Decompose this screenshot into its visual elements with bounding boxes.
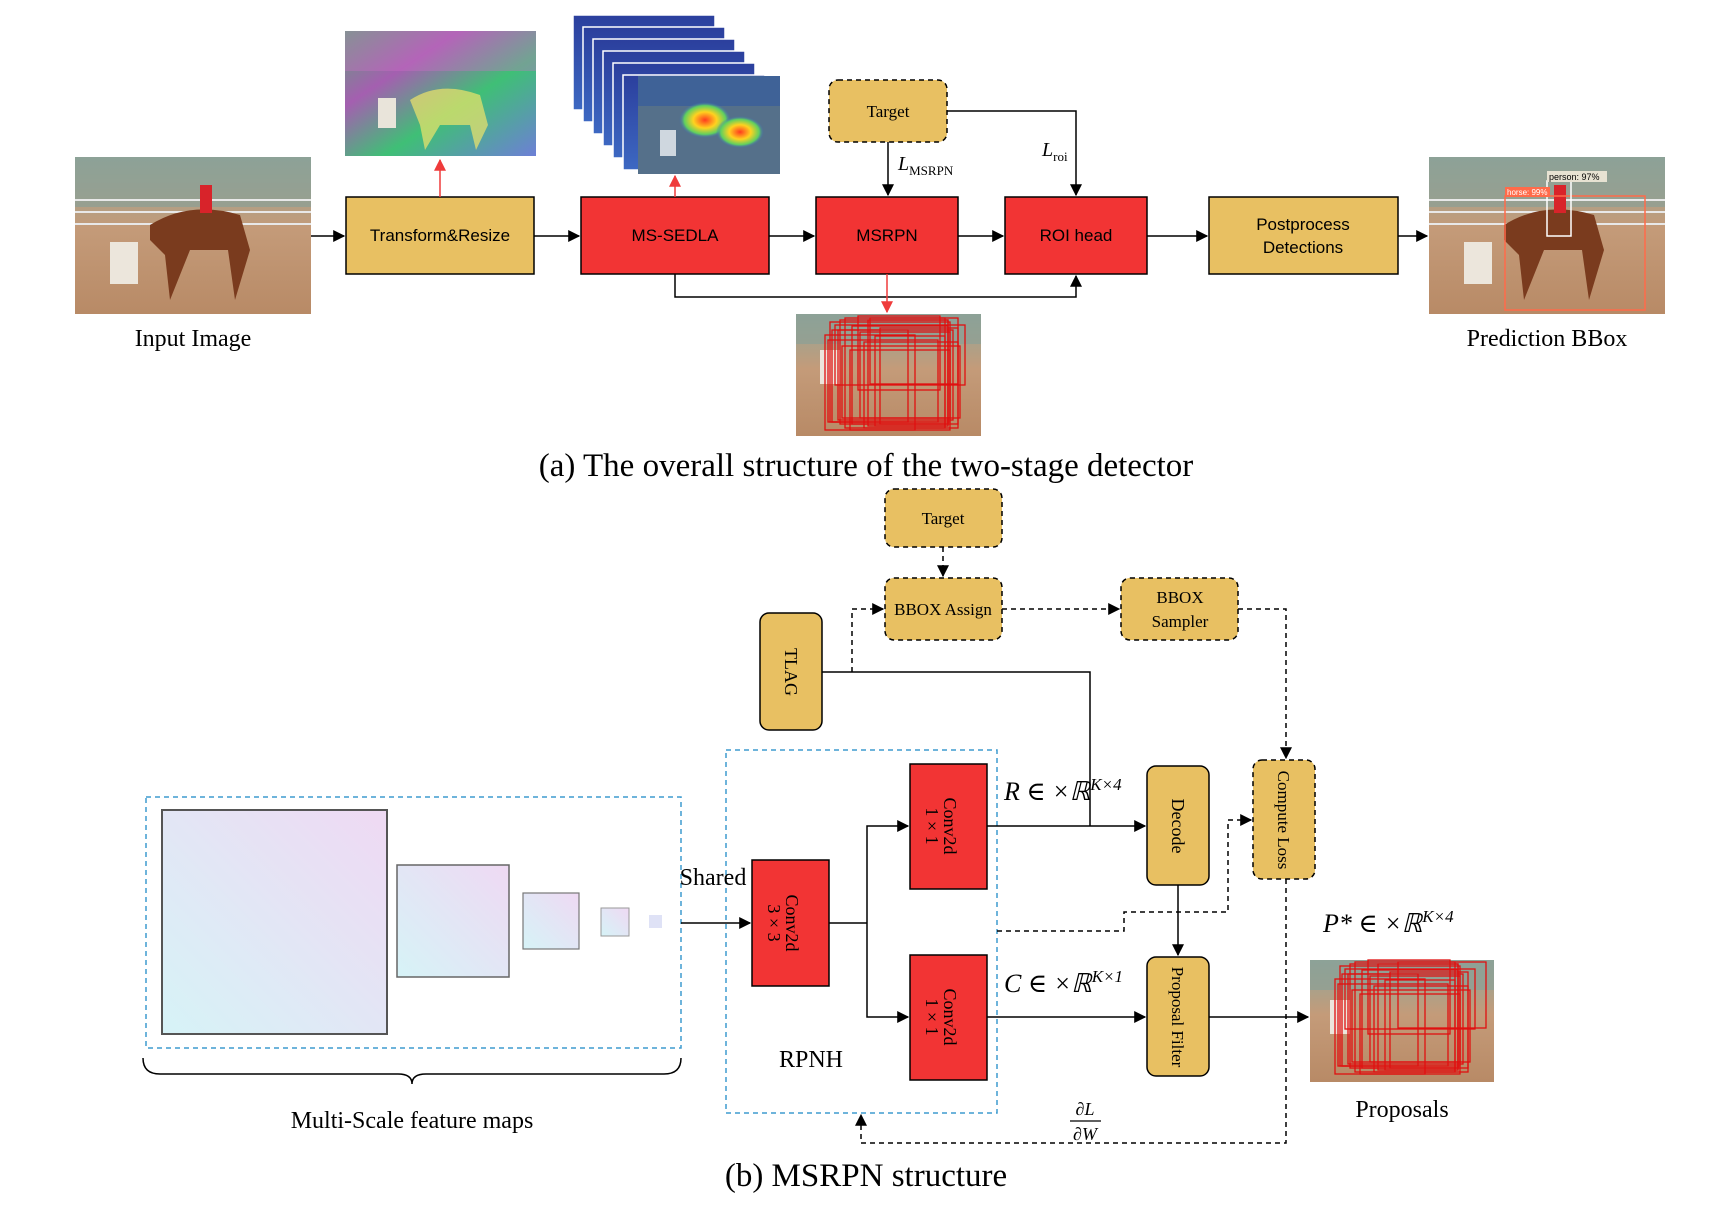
arrow-features-to-roi (674, 274, 1082, 298)
arrow-tlag-to-assign (851, 603, 885, 672)
feature-map-level-4 (600, 907, 630, 937)
target-label-a: Target (867, 102, 910, 121)
conv2d-1x1-reg-label-line1: Conv2d (940, 797, 960, 854)
classification-output-formula: C ∈ ×ℝK×1 (1004, 967, 1123, 998)
part-b-dashed-connectors (851, 547, 1292, 1144)
arrow-conv3-to-reg (866, 820, 910, 923)
postprocess-label-line2: Detections (1263, 238, 1343, 257)
bbox-sampler-label-line2: Sampler (1152, 612, 1209, 631)
roi-head-block (1004, 196, 1148, 275)
conv2d-1x1-reg-label-line2: 1 × 1 (922, 807, 942, 844)
arrow-target-to-roi (947, 110, 1082, 197)
arrow-sampler-to-loss (1238, 608, 1292, 760)
conv2d-3x3-block (751, 859, 830, 987)
conv2d-1x1-cls-label-line2: 1 × 1 (922, 998, 942, 1035)
feature-map-level-2 (396, 864, 510, 978)
conv2d-1x1-cls-block (909, 954, 988, 1081)
part-b-connectors (681, 671, 1310, 1023)
compute-loss-block (1252, 759, 1316, 880)
gradient-fraction: ∂L ∂W (1070, 1099, 1101, 1144)
decode-label: Decode (1168, 799, 1188, 854)
conv2d-1x1-cls-label-line1: Conv2d (940, 988, 960, 1045)
regression-output-formula: R ∈ ×ℝK×4 (1003, 775, 1122, 806)
heatmap-feature-stack (572, 14, 780, 174)
arrow-conv3-to-cls (866, 923, 910, 1023)
horse-graphic (150, 209, 250, 300)
horse-detection-label: horse: 99% (1507, 188, 1547, 197)
tlag-label: TLAG (781, 648, 801, 696)
line-tlag-to-decode (822, 671, 1091, 826)
conv2d-3x3-label-line2: 3 × 3 (764, 904, 784, 941)
msrpn-label: MSRPN (856, 226, 917, 245)
compute-loss-label: Compute Loss (1274, 771, 1293, 870)
input-image-label: Input Image (135, 326, 252, 352)
part-a-red-connectors (434, 158, 893, 314)
prediction-bbox-label: Prediction BBox (1467, 326, 1628, 352)
roi-head-label: ROI head (1040, 226, 1113, 245)
feature-map-level-1 (161, 809, 388, 1035)
feature-map-level-5 (649, 915, 662, 928)
feature-maps-brace (142, 1057, 682, 1085)
horse-detection-box (1504, 195, 1646, 311)
barrel-graphic (110, 242, 138, 284)
feature-maps-label: Multi-Scale feature maps (291, 1108, 534, 1134)
gradient-denominator: ∂W (1073, 1124, 1099, 1144)
postprocess-label-line1: Postprocess (1256, 215, 1350, 234)
ms-sedla-block (580, 196, 770, 275)
rider-graphic (200, 185, 212, 213)
input-image (75, 157, 311, 314)
bbox-assign-label: BBOX Assign (894, 600, 992, 619)
feature-map-level-3 (522, 892, 580, 950)
conv2d-3x3-label-line1: Conv2d (782, 894, 802, 951)
rpnh-label: RPNH (779, 1047, 843, 1073)
arrow-loss-backprop-to-rpnh (855, 879, 1287, 1144)
proposals-output-formula: P* ∈ ×ℝK×4 (1322, 907, 1454, 938)
ms-sedla-label: MS-SEDLA (632, 226, 720, 245)
proposals-thumbnail-a (796, 314, 981, 436)
loss-roi-label: Lroi (1041, 139, 1068, 164)
prediction-bbox-image: person: 97% horse: 99% (1429, 157, 1665, 314)
target-label-b: Target (922, 509, 965, 528)
shared-label: Shared (680, 865, 747, 891)
proposals-label: Proposals (1355, 1097, 1448, 1123)
caption-a: (a) The overall structure of the two-sta… (539, 448, 1194, 484)
person-detection-label: person: 97% (1549, 172, 1600, 182)
transform-resize-label: Transform&Resize (370, 226, 510, 245)
proposals-thumbnail-b (1310, 959, 1494, 1082)
transformed-image-thumbnail (345, 31, 536, 156)
caption-b: (b) MSRPN structure (725, 1158, 1007, 1194)
part-a-connectors (311, 110, 1429, 298)
loss-msrpn-label: LMSRPN (897, 153, 954, 178)
bbox-sampler-label-line1: BBOX (1156, 588, 1203, 607)
postprocess-block (1208, 196, 1399, 275)
gradient-numerator: ∂L (1076, 1099, 1095, 1119)
arrow-rpnh-to-loss (997, 814, 1253, 932)
proposal-filter-label: Proposal Filter (1168, 967, 1187, 1068)
